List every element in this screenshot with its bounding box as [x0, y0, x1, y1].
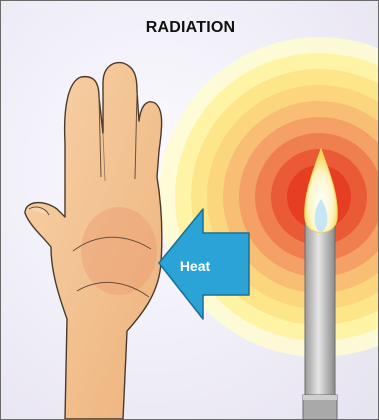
diagram-title: RADIATION — [1, 19, 379, 37]
heat-arrow-label: Heat — [180, 258, 211, 274]
burner-icon — [303, 223, 337, 420]
